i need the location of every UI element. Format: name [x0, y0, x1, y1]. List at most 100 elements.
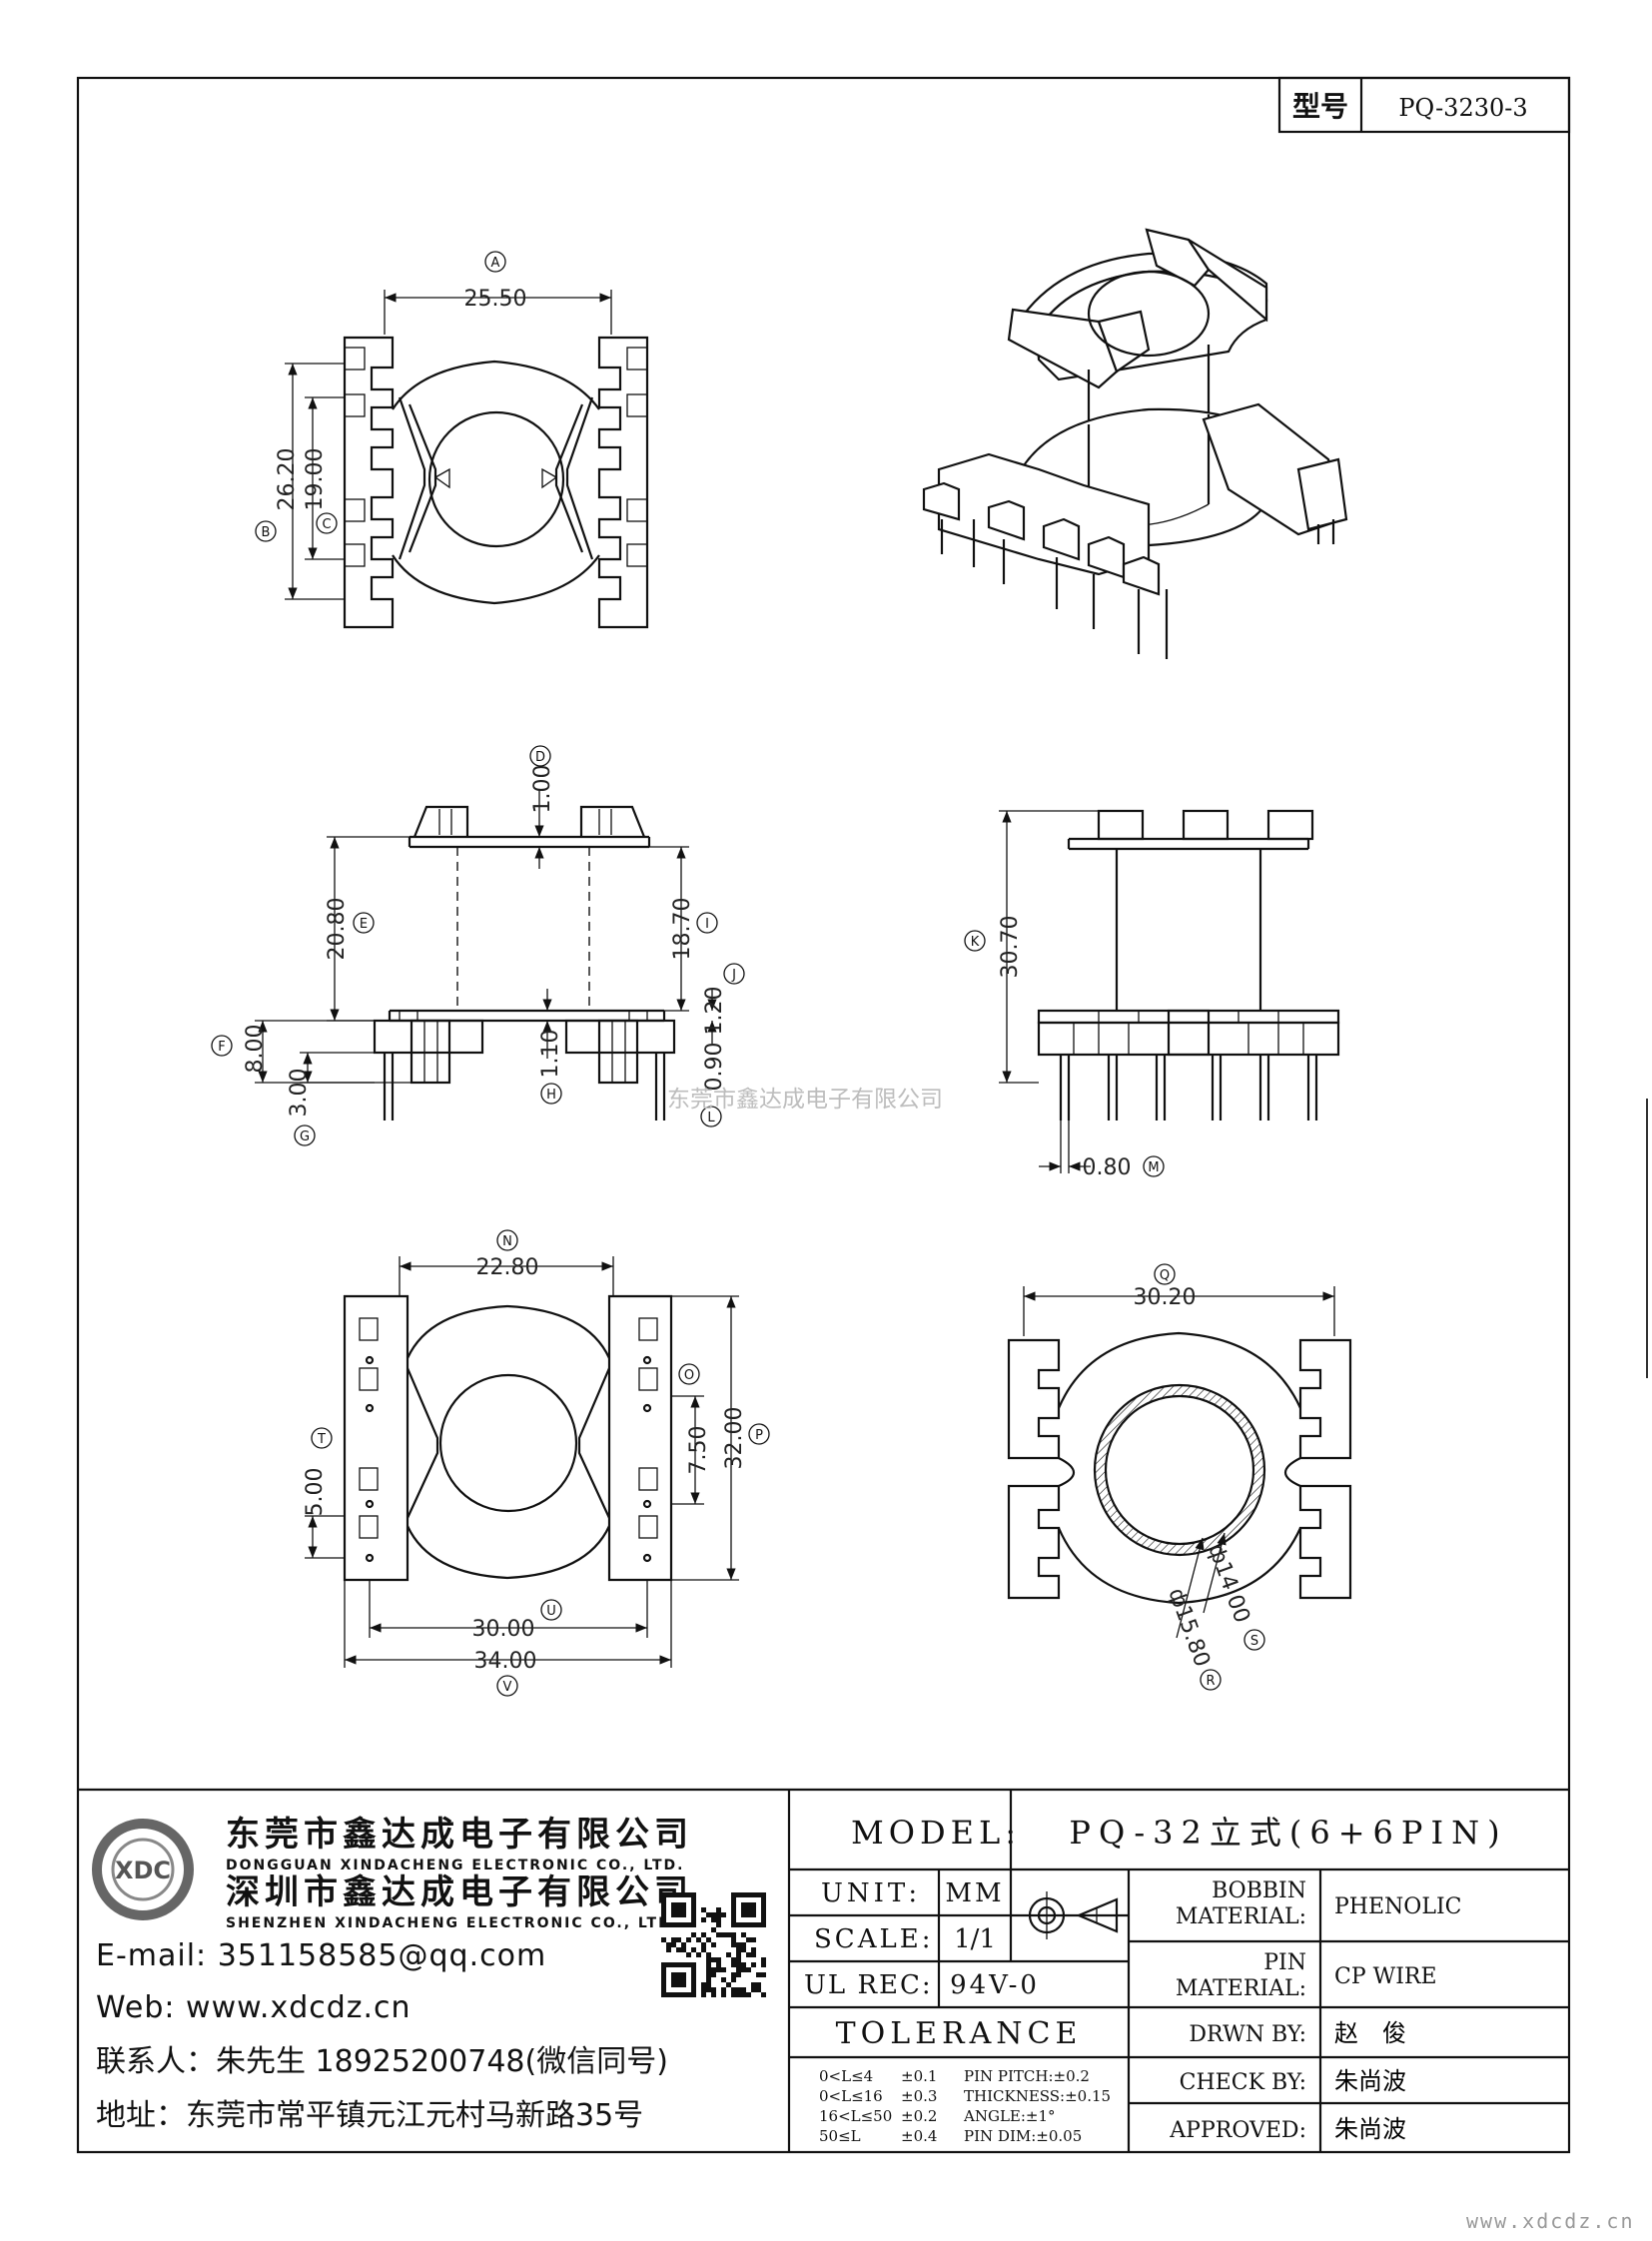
unit-value: MM — [945, 1878, 1004, 1908]
dim-g-value: 3.00 — [287, 1069, 312, 1118]
dim-o-value: 7.50 — [686, 1426, 711, 1475]
pin-material-value: CP WIRE — [1334, 1964, 1437, 1989]
footer-url: www.xdcdz.cn — [1466, 2209, 1635, 2233]
svg-text:B: B — [262, 525, 271, 540]
tolerance-label: TOLERANCE — [836, 2016, 1083, 2051]
dim-v-value: 34.00 — [474, 1649, 537, 1674]
tolerance-range: 0<L≤16 — [819, 2087, 883, 2105]
section-view — [1007, 1286, 1352, 1639]
dim-o-label: O — [678, 1363, 700, 1385]
svg-text:C: C — [322, 517, 331, 532]
tolerance-spec: ANGLE:±1° — [963, 2107, 1056, 2125]
dim-f-label: F — [211, 1035, 233, 1057]
company-name-dongguan-en: DONGGUAN XINDACHENG ELECTRONIC CO., LTD. — [226, 1858, 685, 1873]
scale-value: 1/1 — [954, 1924, 996, 1954]
dim-i-value: 18.70 — [670, 898, 695, 961]
dim-n-label: N — [496, 1229, 518, 1251]
company-name-dongguan: 东莞市鑫达成电子有限公司 — [226, 1815, 693, 1855]
dim-b-label: B — [255, 520, 277, 542]
projection-symbol — [1023, 1891, 1119, 1939]
dim-u-label: U — [540, 1599, 562, 1621]
dim-g-label: G — [294, 1124, 316, 1146]
dim-t-value: 5.00 — [303, 1468, 328, 1517]
title-model-label: MODEL: — [851, 1814, 1021, 1852]
svg-text:H: H — [546, 1088, 556, 1103]
company-web: Web: www.xdcdz.cn — [96, 1990, 412, 2025]
dim-j-label: J — [723, 963, 745, 985]
dim-b-value: 26.20 — [275, 448, 300, 511]
scale-label: SCALE: — [814, 1924, 934, 1954]
title-block — [789, 1790, 1569, 2152]
bobbin-label-1: BOBBIN — [1212, 1878, 1306, 1903]
top-view — [285, 290, 649, 629]
company-contact: 联系人：朱先生 18925200748(微信同号) — [96, 2044, 668, 2079]
tolerance-value: ±0.4 — [901, 2127, 937, 2145]
dim-t-label: T — [311, 1427, 333, 1449]
isometric-view — [922, 228, 1348, 659]
svg-text:R: R — [1206, 1674, 1215, 1689]
tolerance-range: 50≤L — [819, 2127, 861, 2145]
dim-j-value: 1.20 — [702, 987, 727, 1036]
tolerance-spec: PIN DIM:±0.05 — [964, 2127, 1082, 2145]
svg-text:K: K — [971, 935, 980, 950]
svg-text:O: O — [684, 1368, 694, 1383]
svg-text:Q: Q — [1160, 1268, 1170, 1283]
dim-c-value: 19.00 — [303, 448, 328, 511]
sheet-border — [76, 76, 1571, 2154]
header-model-box: 型号 PQ-3230-3 — [1277, 76, 1571, 134]
bobbin-label-2: MATERIAL: — [1176, 1904, 1306, 1929]
svg-text:S: S — [1250, 1634, 1258, 1649]
dim-a-label: A — [484, 251, 506, 273]
bottom-view — [305, 1256, 739, 1668]
dim-p-label: P — [748, 1423, 770, 1445]
dim-k-label: K — [964, 930, 986, 952]
svg-text:D: D — [535, 750, 545, 765]
dim-d-label: D — [529, 745, 551, 767]
drawn-by-value: 赵 俊 — [1334, 2019, 1406, 2047]
qr-code — [661, 1892, 766, 1997]
svg-text:N: N — [502, 1234, 512, 1249]
svg-text:M: M — [1148, 1160, 1159, 1175]
watermark-text: 东莞市鑫达成电子有限公司 — [667, 1087, 943, 1113]
dim-q-label: Q — [1154, 1263, 1176, 1285]
dim-f-value: 8.00 — [243, 1025, 268, 1074]
dim-c-label: C — [316, 512, 338, 534]
pin-label-2: MATERIAL: — [1176, 1976, 1306, 2001]
ul-rec-value: 94V-0 — [950, 1970, 1040, 2000]
tolerance-spec: THICKNESS:±0.15 — [964, 2087, 1111, 2105]
check-by-value: 朱尚波 — [1334, 2067, 1406, 2095]
dim-n-value: 22.80 — [476, 1255, 539, 1280]
company-logo: XDC — [92, 1819, 194, 1920]
approved-label: APPROVED: — [1169, 2118, 1306, 2143]
side-view — [999, 809, 1340, 1173]
svg-text:G: G — [300, 1129, 310, 1144]
check-by-label: CHECK BY: — [1180, 2070, 1306, 2095]
company-address: 地址：东莞市常平镇元江元村马新路35号 — [96, 2098, 643, 2133]
svg-text:A: A — [491, 256, 500, 271]
dim-e-label: E — [353, 912, 375, 934]
dim-d-value: 1.00 — [530, 765, 555, 814]
tolerance-value: ±0.1 — [901, 2067, 937, 2085]
drawn-by-label: DRWN BY: — [1189, 2022, 1306, 2047]
dim-v-label: V — [496, 1675, 518, 1697]
dim-l-label: L — [700, 1106, 722, 1127]
tolerance-range: 16<L≤50 — [819, 2107, 892, 2125]
company-email: E-mail: 351158585@qq.com — [96, 1938, 546, 1973]
dim-q-value: 30.20 — [1134, 1285, 1197, 1310]
front-view — [255, 789, 717, 1120]
dim-h-label: H — [540, 1083, 562, 1105]
dim-i-label: I — [696, 912, 718, 934]
title-model-value: PQ-32立式(6+6PIN) — [1069, 1814, 1507, 1852]
bobbin-material-value: PHENOLIC — [1334, 1894, 1461, 1919]
dim-r-value: ф15.80 — [1163, 1585, 1214, 1670]
svg-text:E: E — [360, 917, 368, 932]
dim-l-value: 0.90 — [702, 1043, 727, 1092]
dim-m-value: 0.80 — [1083, 1155, 1132, 1180]
svg-text:L: L — [707, 1111, 715, 1125]
header-model-label: 型号 — [1292, 90, 1348, 123]
dim-r-label: R — [1200, 1669, 1222, 1691]
svg-text:T: T — [317, 1432, 326, 1447]
svg-text:XDC: XDC — [115, 1857, 171, 1884]
dim-e-value: 20.80 — [325, 898, 350, 961]
dim-s-label: S — [1243, 1629, 1265, 1651]
